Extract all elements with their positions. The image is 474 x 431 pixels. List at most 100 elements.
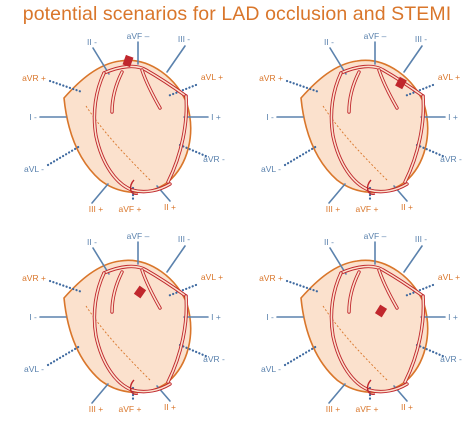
lead-label-i-pos: I +: [448, 112, 458, 122]
lead-label-ii-neg: II -: [324, 37, 334, 47]
lead-line-avr-pos: [48, 79, 84, 94]
lead-label-avl-pos: aVL +: [438, 272, 460, 282]
lead-label-avf-pos: aVF +: [119, 204, 142, 214]
lead-label-avl-neg: aVL -: [24, 364, 44, 374]
lead-label-iii-neg: III -: [178, 234, 190, 244]
lead-label-avr-pos: aVR +: [259, 73, 283, 83]
lead-line-iii-neg: [403, 245, 423, 273]
heart-diagram: II -aVF –III -aVR +aVL +I -I +aVL -aVR -…: [22, 31, 225, 214]
lead-label-avr-neg: aVR -: [440, 154, 462, 164]
diagonal-branch-inner: [378, 69, 398, 109]
lead-line-iii-neg: [403, 45, 423, 73]
heart-diagram: II -aVF –III -aVR +aVL +I -I +aVL -aVR -…: [259, 231, 462, 414]
lead-label-ii-neg: II -: [324, 237, 334, 247]
diagonal-branch-inner: [378, 269, 398, 309]
scenario-panel-4: II -aVF –III -aVR +aVL +I -I +aVL -aVR -…: [237, 230, 474, 430]
lead-label-avl-neg: aVL -: [261, 364, 281, 374]
lead-line-avr-pos: [285, 79, 321, 94]
lead-label-avf-pos: aVF +: [356, 204, 379, 214]
occlusion-marker: [374, 304, 388, 318]
lead-label-iii-pos: III +: [326, 404, 340, 414]
apex-loop: [366, 179, 376, 195]
scenario-panel-2: II -aVF –III -aVR +aVL +I -I +aVL -aVR -…: [237, 30, 474, 230]
lead-label-avl-neg: aVL -: [24, 164, 44, 174]
lead-line-ii-neg: [92, 47, 110, 75]
lad-distal-inner: [167, 295, 188, 383]
lead-label-i-neg: I -: [266, 112, 274, 122]
lead-label-iii-neg: III -: [178, 34, 190, 44]
lead-line-iii-pos: [328, 183, 346, 204]
septum-line: [85, 305, 151, 381]
lad-distal-inner: [404, 95, 425, 183]
scenario-panel-1: II -aVF –III -aVR +aVL +I -I +aVL -aVR -…: [0, 30, 237, 230]
lead-line-avl-pos: [403, 283, 435, 298]
lead-label-i-pos: I +: [211, 112, 221, 122]
septal-branch-inner: [348, 71, 360, 113]
occlusion-marker: [133, 285, 147, 299]
lead-line-avr-neg: [415, 343, 447, 359]
lad-main-inner: [340, 265, 424, 297]
lead-line-ii-neg: [92, 247, 110, 275]
lead-label-avr-pos: aVR +: [259, 273, 283, 283]
lead-label-avf-pos: aVF +: [119, 404, 142, 414]
lead-label-avr-neg: aVR -: [203, 154, 225, 164]
lead-label-ii-neg: II -: [87, 237, 97, 247]
lead-line-avr-neg: [415, 143, 447, 159]
lead-label-avf-pos: aVF +: [356, 404, 379, 414]
lead-label-avl-neg: aVL -: [261, 164, 281, 174]
lead-line-iii-pos: [328, 383, 346, 404]
lead-line-avr-neg: [178, 343, 210, 359]
scenario-panel-3: II -aVF –III -aVR +aVL +I -I +aVL -aVR -…: [0, 230, 237, 430]
lead-label-i-pos: I +: [211, 312, 221, 322]
lead-label-avf-neg: aVF –: [127, 231, 150, 241]
lead-label-ii-pos: II +: [401, 202, 413, 212]
lead-label-i-neg: I -: [29, 112, 37, 122]
diagonal-branch-inner: [141, 69, 161, 109]
apex-wrap-inner: [131, 183, 171, 193]
septum-line: [322, 105, 388, 181]
lead-line-avl-pos: [166, 283, 198, 298]
lead-label-avr-pos: aVR +: [22, 273, 46, 283]
lead-line-iii-neg: [166, 245, 186, 273]
lead-label-ii-neg: II -: [87, 37, 97, 47]
apex-wrap-inner: [368, 383, 408, 393]
lead-label-i-neg: I -: [266, 312, 274, 322]
lad-main-inner: [103, 65, 187, 97]
page-title: potential scenarios for LAD occlusion an…: [22, 3, 452, 25]
septal-branch-inner: [111, 71, 123, 113]
lad-distal-inner: [167, 95, 188, 183]
lead-label-avl-pos: aVL +: [201, 272, 223, 282]
lead-label-avl-pos: aVL +: [201, 72, 223, 82]
lead-label-iii-pos: III +: [326, 204, 340, 214]
apex-wrap-inner: [368, 183, 408, 193]
lad-distal-inner: [404, 295, 425, 383]
lead-label-iii-neg: III -: [415, 234, 427, 244]
lead-line-avr-pos: [285, 279, 321, 294]
lead-label-i-pos: I +: [448, 312, 458, 322]
occlusion-marker: [122, 54, 134, 68]
lad-main-inner: [103, 265, 187, 297]
lead-label-ii-pos: II +: [401, 402, 413, 412]
heart-diagram: II -aVF –III -aVR +aVL +I -I +aVL -aVR -…: [259, 31, 462, 214]
circumflex-artery-inner: [330, 72, 370, 191]
apex-loop: [129, 379, 139, 395]
apex-loop: [366, 379, 376, 395]
lead-label-iii-pos: III +: [89, 404, 103, 414]
septum-line: [322, 305, 388, 381]
apex-wrap-inner: [131, 383, 171, 393]
lead-line-avl-pos: [166, 83, 198, 98]
lead-line-iii-pos: [91, 183, 109, 204]
lad-main-inner: [340, 65, 424, 97]
occlusion-marker: [395, 76, 407, 90]
lead-line-avl-neg: [283, 344, 319, 367]
lead-line-avl-pos: [403, 83, 435, 98]
lead-label-avl-pos: aVL +: [438, 72, 460, 82]
lead-label-avr-pos: aVR +: [22, 73, 46, 83]
lead-label-i-neg: I -: [29, 312, 37, 322]
lead-label-ii-pos: II +: [164, 402, 176, 412]
lead-label-avf-neg: aVF –: [364, 31, 387, 41]
lead-line-avr-pos: [48, 279, 84, 294]
lead-label-avf-neg: aVF –: [364, 231, 387, 241]
septal-branch-inner: [348, 271, 360, 313]
